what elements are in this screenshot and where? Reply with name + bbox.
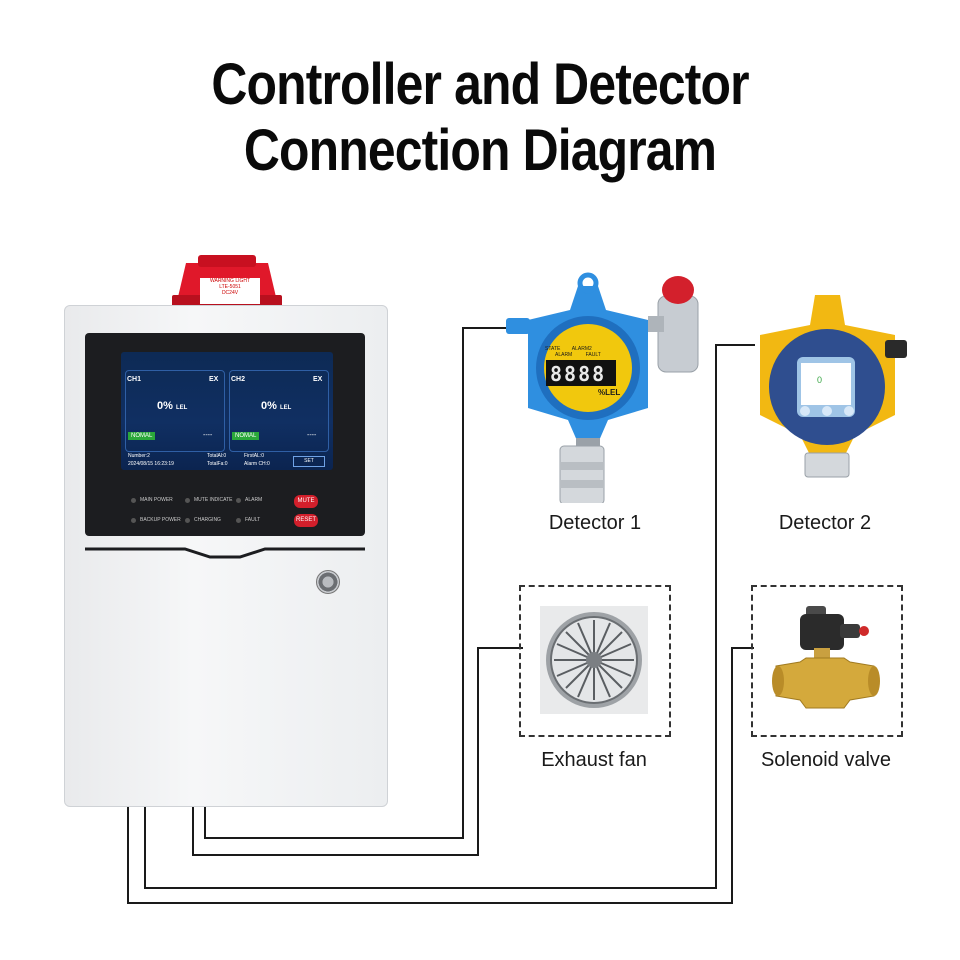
detector-2-caption: Detector 2 — [778, 512, 872, 534]
detector-1-reading: 8888 — [550, 362, 607, 386]
fault-led — [236, 518, 241, 523]
ch1-unit: LEL — [175, 405, 188, 411]
detector-1-unit: %LEL — [598, 388, 621, 397]
reset-button[interactable]: RESET — [294, 514, 318, 527]
warning-light-model: LTE-5051 — [219, 284, 241, 290]
detector-2-image — [760, 295, 907, 478]
exhaust-fan-icon — [540, 606, 648, 714]
screen-total-fa: TotalFa:0 — [207, 461, 228, 467]
ch1-dashes: ---- — [203, 432, 213, 439]
ch2-value: 0% LEL — [261, 400, 291, 412]
set-button[interactable]: SET — [293, 456, 325, 467]
backup-power-led — [131, 518, 136, 523]
ch2-type: EX — [313, 376, 323, 383]
fault-label: FAULT — [245, 517, 261, 523]
screen-alarm-ch: Alarm CH:0 — [244, 461, 270, 467]
mute-indicate-label: MUTE INDICATE — [194, 497, 233, 503]
mute-button[interactable]: MUTE — [294, 495, 318, 508]
main-power-led — [131, 498, 136, 503]
panel-chevron-trim — [85, 547, 365, 559]
controller-screen: CH1 EX CH2 EX 0% LEL 0% LEL NOMAL NOMAL … — [121, 352, 333, 470]
title-line-1: Controller and Detector — [211, 52, 749, 117]
mute-indicate-led — [185, 498, 190, 503]
screen-datetime: 2024/08/15 16:23:19 — [128, 461, 174, 467]
key-lock-icon[interactable] — [316, 570, 340, 594]
detector-1-state-label: STATE — [545, 346, 561, 352]
warning-light-voltage: DC24V — [221, 290, 239, 296]
charging-led — [185, 518, 190, 523]
screen-first-al: FirstAL:0 — [244, 453, 265, 459]
title-line-2: Connection Diagram — [243, 118, 717, 183]
alarm-led — [236, 498, 241, 503]
exhaust-fan-frame — [519, 585, 671, 737]
ch1-name: CH1 — [127, 376, 142, 383]
detector-2-screen-value: 0 — [817, 375, 823, 385]
detector-1-caption: Detector 1 — [548, 512, 642, 534]
wire-detector2 — [144, 344, 755, 889]
solenoid-valve-icon — [772, 606, 880, 709]
wire-exhaust-fan — [192, 647, 523, 856]
detector-1-fault-label: FAULT — [585, 352, 601, 358]
ch1-type: EX — [209, 376, 219, 383]
diagram-title: Controller and Detector Connection Diagr… — [67, 52, 893, 184]
ch1-status: NOMAL — [128, 432, 156, 440]
screen-total-al: TotalAl:0 — [207, 453, 227, 459]
wire-solenoid-valve — [127, 647, 754, 904]
ch2-unit: LEL — [279, 405, 292, 411]
detector-1-alarm-label: ALARM — [555, 352, 573, 358]
alarm-label: ALARM — [245, 497, 263, 503]
detector-1-image — [506, 272, 699, 503]
detector-1-panel-labels: STATE ALARM2 ALARM FAULT — [545, 346, 615, 358]
channel-1-panel — [125, 370, 225, 452]
ch2-value-number: 0% — [261, 400, 277, 412]
warning-light-label: WARNING LIGHT LTE-5051 DC24V — [200, 278, 260, 304]
backup-power-label: BACKUP POWER — [140, 517, 181, 523]
ch1-value-number: 0% — [157, 400, 173, 412]
wire-detector1 — [204, 327, 510, 839]
charging-label: CHARGING — [194, 517, 221, 523]
main-power-label: MAIN POWER — [140, 497, 173, 503]
warning-light-text: WARNING LIGHT — [209, 278, 251, 284]
solenoid-valve-caption: Solenoid valve — [760, 749, 892, 771]
screen-number: Number:2 — [128, 453, 150, 459]
detector-1-alarm2-label: ALARM2 — [571, 346, 592, 352]
channel-2-panel — [229, 370, 329, 452]
ch2-name: CH2 — [231, 376, 246, 383]
ch2-dashes: ---- — [307, 432, 317, 439]
solenoid-valve-frame — [751, 585, 903, 737]
exhaust-fan-caption: Exhaust fan — [541, 749, 647, 771]
ch1-value: 0% LEL — [157, 400, 187, 412]
ch2-status: NOMAL — [232, 432, 260, 440]
